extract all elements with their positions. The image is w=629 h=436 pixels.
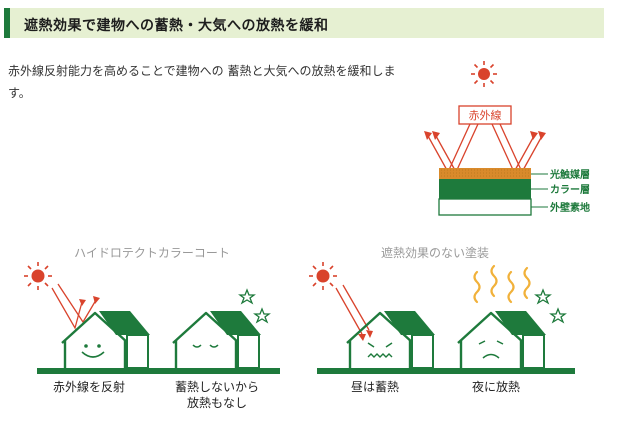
layer-label-color: カラー層: [550, 184, 590, 196]
infrared-rays: [427, 123, 543, 173]
layer-diagram: 赤外線 光触媒層 カラー層: [424, 61, 590, 216]
star-icon: [534, 288, 567, 324]
caption-no-heat-release: 放熱もなし: [187, 395, 247, 410]
section-header: 遮熱効果で建物への蓄熱・大気への放熱を緩和: [4, 8, 604, 38]
color-layer: [439, 179, 531, 199]
house-sleeping: [172, 311, 261, 369]
caption-night-release: 夜に放熱: [472, 379, 520, 394]
description-text: 赤外線反射能力を高めることで建物への 蓄熱と大気への放熱を緩和します。: [8, 64, 396, 100]
caption-no-heat-storage: 蓄熱しないから: [175, 380, 259, 394]
caption-daytime-storage: 昼は蓄熱: [351, 380, 399, 394]
section-title: 遮熱効果で建物への蓄熱・大気への放熱を緩和: [24, 18, 329, 34]
sun-icon: [24, 262, 52, 290]
caption-reflect: 赤外線を反射: [53, 379, 125, 394]
left-panel-heading: ハイドロテクトカラーコート: [74, 246, 230, 260]
right-panel: 昼は蓄熱 夜に放熱: [309, 262, 575, 394]
layer-label-photocatalyst: 光触媒層: [549, 168, 590, 181]
house-happy: [61, 311, 150, 369]
ground-line: [37, 368, 280, 374]
layer-label-wall: 外壁素地: [549, 201, 590, 214]
heat-waves-icon: [473, 264, 531, 304]
sun-icon: [471, 61, 497, 87]
left-panel: 赤外線を反射 蓄熱しないから 放熱もなし: [24, 262, 280, 410]
photocatalyst-layer: [439, 168, 531, 179]
infrared-label: 赤外線: [469, 108, 502, 122]
wall-base-layer: [438, 198, 532, 216]
house-heat-storing: [346, 311, 435, 369]
ground-line: [317, 368, 575, 374]
house-sad: [457, 311, 546, 369]
right-panel-heading: 遮熱効果のない塗装: [381, 245, 489, 260]
sun-icon: [309, 262, 337, 290]
star-icon: [238, 288, 271, 324]
